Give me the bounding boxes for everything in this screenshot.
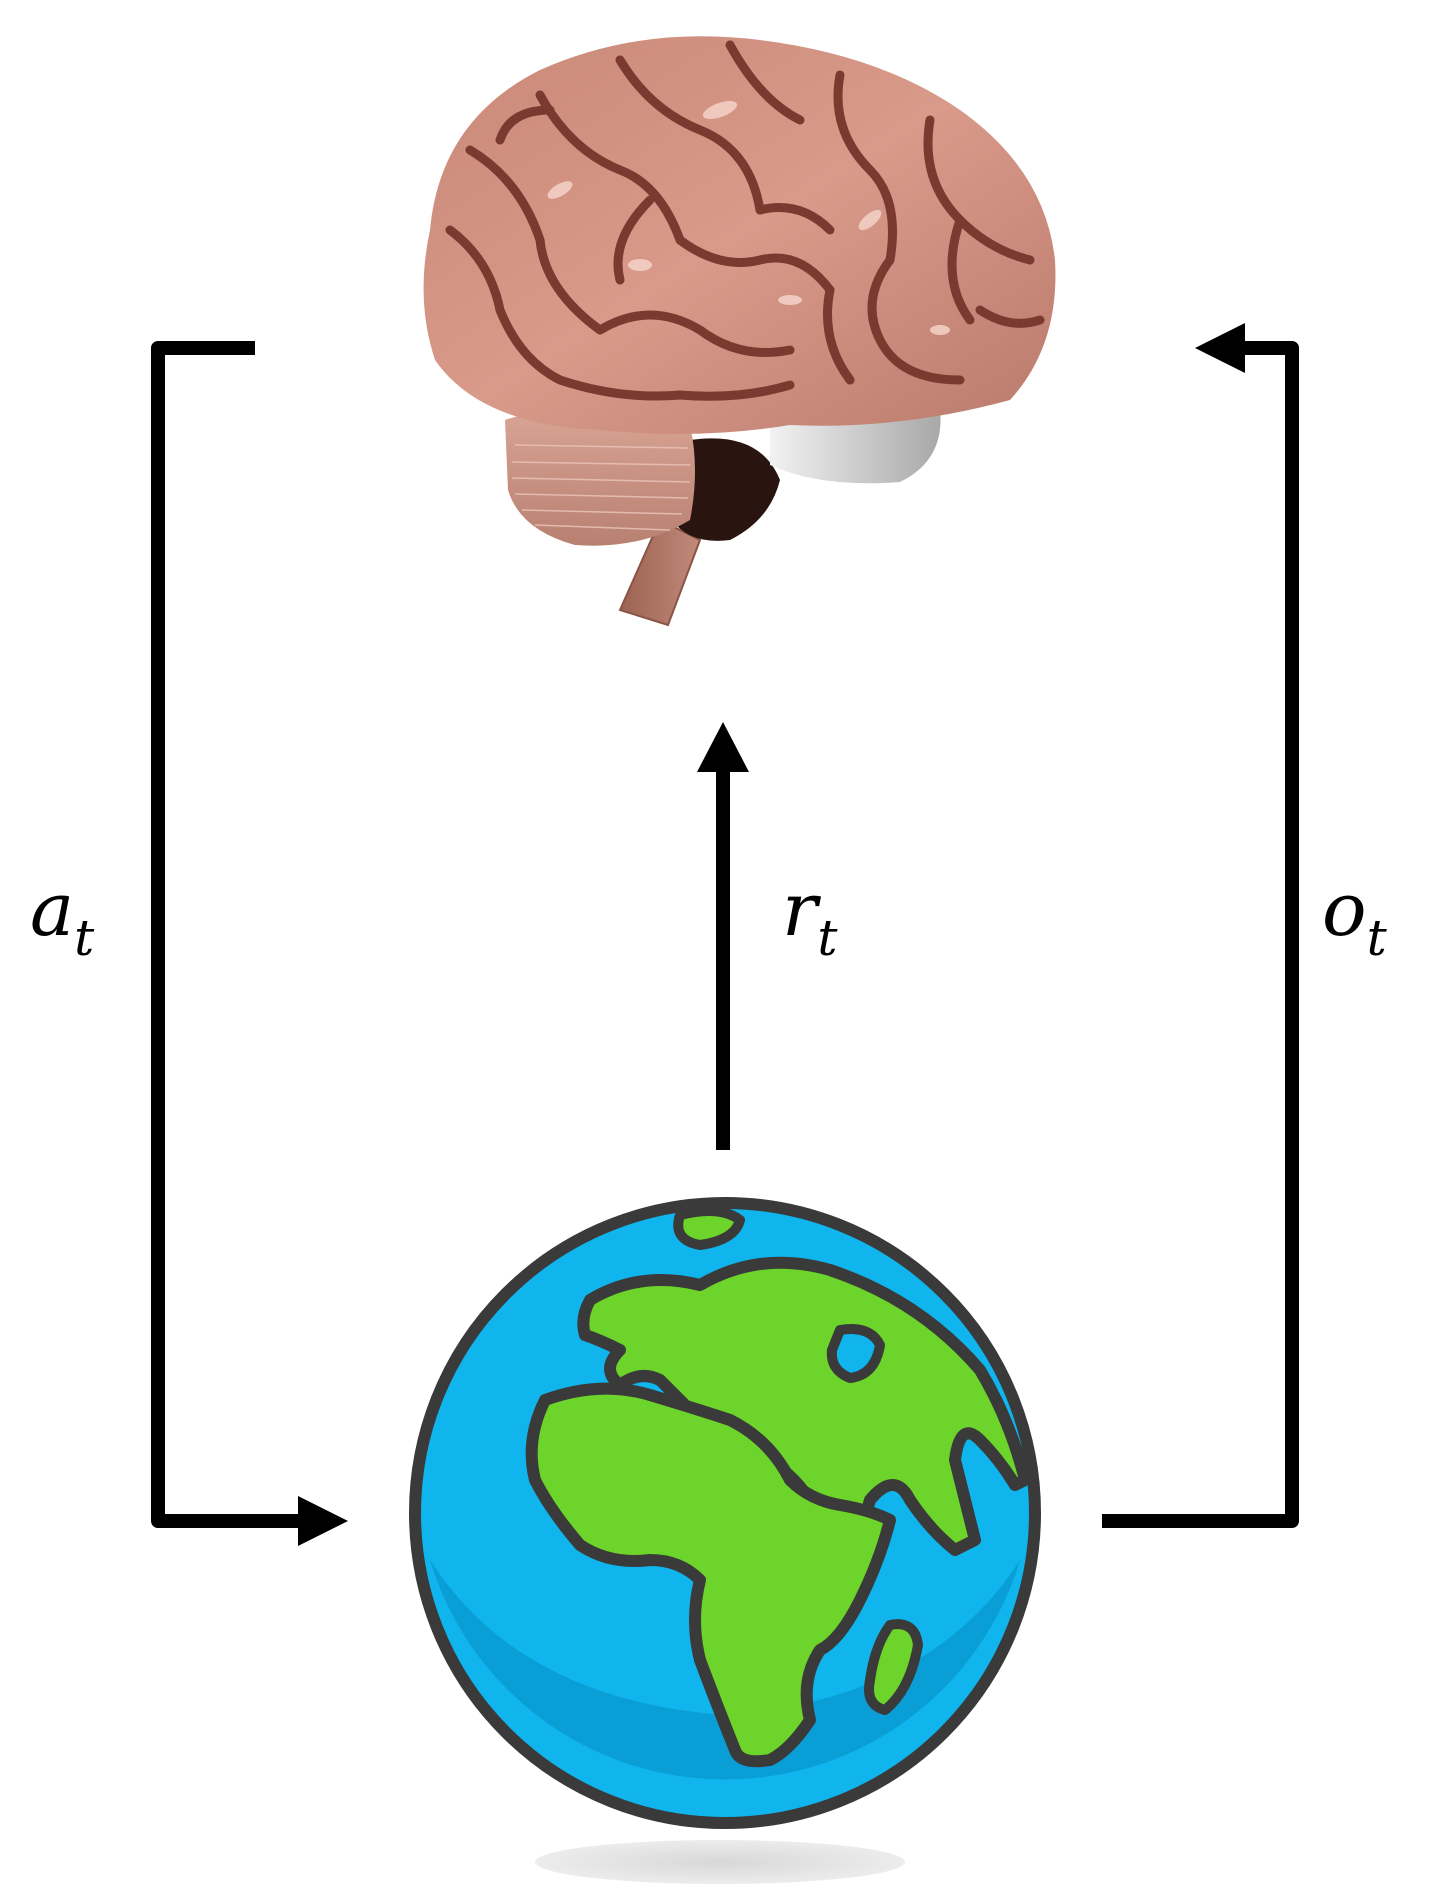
earth-globe-icon [409, 1197, 1041, 1884]
action-arrow [151, 341, 348, 1546]
action-label: at [30, 867, 95, 967]
brain-icon [423, 36, 1056, 627]
globe-shadow [535, 1840, 905, 1884]
observation-label: ot [1322, 867, 1388, 967]
reward-arrow [697, 722, 749, 1150]
reward-label: rt [782, 867, 838, 967]
observation-arrow [1102, 323, 1299, 1528]
